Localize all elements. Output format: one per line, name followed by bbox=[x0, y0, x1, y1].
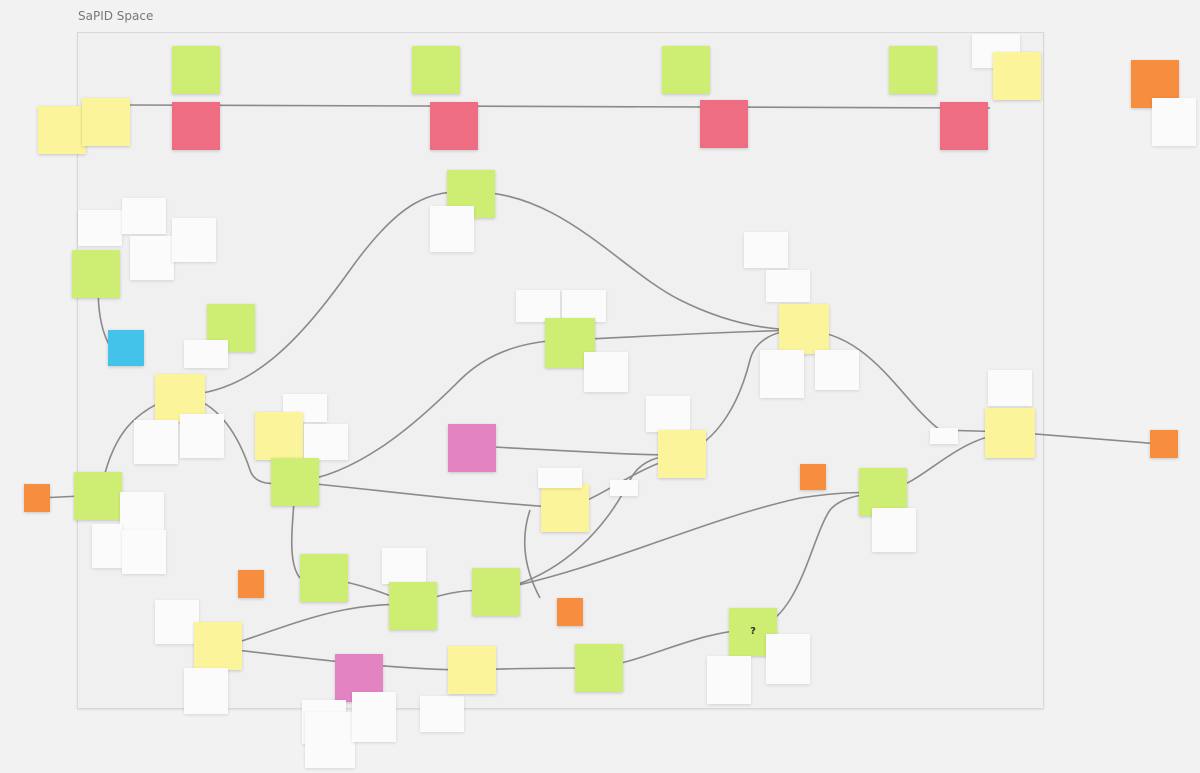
sticky-note-red[interactable] bbox=[940, 102, 988, 150]
text-label[interactable] bbox=[92, 524, 122, 568]
text-label[interactable] bbox=[184, 668, 228, 714]
text-label[interactable] bbox=[130, 236, 174, 280]
sticky-note-blue[interactable] bbox=[108, 330, 144, 366]
sticky-note-yellow[interactable] bbox=[993, 52, 1041, 100]
connector-22 bbox=[751, 492, 884, 631]
text-label[interactable] bbox=[382, 548, 426, 584]
text-label[interactable] bbox=[184, 340, 228, 368]
sticky-note-orange[interactable] bbox=[1150, 430, 1178, 458]
sticky-note-green[interactable] bbox=[412, 46, 460, 94]
sticky-note-yellow[interactable] bbox=[448, 646, 496, 694]
connector-4 bbox=[1009, 431, 1161, 445]
text-label[interactable] bbox=[180, 414, 224, 458]
sticky-note-green[interactable] bbox=[72, 250, 120, 298]
text-label[interactable] bbox=[305, 712, 355, 768]
sticky-note-green[interactable] bbox=[889, 46, 937, 94]
sticky-note-green[interactable] bbox=[575, 644, 623, 692]
text-label[interactable] bbox=[562, 290, 606, 322]
text-label[interactable] bbox=[352, 692, 396, 742]
text-label[interactable] bbox=[766, 634, 810, 684]
connector-14 bbox=[219, 603, 413, 649]
text-label[interactable] bbox=[766, 270, 810, 302]
connector-23 bbox=[524, 509, 541, 599]
connector-2 bbox=[469, 191, 801, 331]
sticky-note-green[interactable] bbox=[472, 568, 520, 616]
text-label[interactable] bbox=[155, 600, 199, 644]
connector-top-line bbox=[129, 104, 991, 109]
sticky-note-orange[interactable] bbox=[800, 464, 826, 490]
sticky-note-yellow[interactable] bbox=[985, 408, 1035, 458]
text-label[interactable] bbox=[707, 656, 751, 704]
sticky-note-red[interactable] bbox=[430, 102, 478, 150]
text-label[interactable] bbox=[122, 530, 166, 574]
text-label[interactable] bbox=[872, 508, 916, 552]
text-label[interactable] bbox=[120, 492, 164, 532]
sticky-note-red[interactable] bbox=[700, 100, 748, 148]
text-label[interactable] bbox=[516, 290, 560, 322]
text-label[interactable] bbox=[172, 218, 216, 262]
connector-16 bbox=[494, 454, 683, 591]
text-label[interactable] bbox=[304, 424, 348, 460]
sticky-note-green[interactable] bbox=[300, 554, 348, 602]
sticky-note-green[interactable] bbox=[271, 458, 319, 506]
frame-title: SaPID Space bbox=[78, 9, 154, 23]
connector-11 bbox=[681, 329, 801, 456]
text-label[interactable] bbox=[1152, 98, 1196, 146]
sticky-note-yellow[interactable] bbox=[194, 622, 242, 670]
text-label[interactable] bbox=[815, 350, 859, 390]
connector-10 bbox=[471, 445, 683, 456]
text-label[interactable] bbox=[610, 480, 638, 496]
text-label[interactable] bbox=[744, 232, 788, 268]
text-label[interactable] bbox=[420, 696, 464, 732]
text-label[interactable] bbox=[584, 352, 628, 392]
connector-6 bbox=[294, 339, 571, 483]
text-label[interactable] bbox=[430, 206, 474, 252]
sticky-note-green[interactable] bbox=[74, 472, 122, 520]
sticky-note-yellow[interactable] bbox=[779, 304, 829, 354]
sticky-note-red[interactable] bbox=[172, 102, 220, 150]
connector-8 bbox=[294, 481, 566, 509]
sticky-note-yellow[interactable] bbox=[38, 106, 86, 154]
sticky-note-pink[interactable] bbox=[448, 424, 496, 472]
text-label[interactable] bbox=[122, 198, 166, 234]
connector-7 bbox=[569, 329, 801, 341]
sticky-note-yellow[interactable] bbox=[658, 430, 706, 478]
text-label[interactable] bbox=[646, 396, 690, 432]
sticky-note-orange[interactable] bbox=[238, 570, 264, 598]
sticky-note-orange[interactable] bbox=[24, 484, 50, 512]
sticky-note-yellow[interactable] bbox=[82, 98, 130, 146]
sticky-note-yellow[interactable] bbox=[541, 484, 589, 532]
text-label[interactable] bbox=[930, 428, 958, 444]
sticky-note-orange[interactable] bbox=[557, 598, 583, 626]
connector-1 bbox=[179, 190, 471, 396]
text-label[interactable] bbox=[78, 210, 122, 246]
text-label[interactable] bbox=[760, 350, 804, 398]
connector-17 bbox=[494, 491, 884, 591]
sticky-note-green[interactable] bbox=[172, 46, 220, 94]
sticky-note-yellow[interactable] bbox=[255, 412, 303, 460]
text-label[interactable] bbox=[538, 468, 582, 488]
text-label[interactable] bbox=[134, 420, 178, 464]
text-label[interactable] bbox=[988, 370, 1032, 406]
sticky-note-green[interactable] bbox=[389, 582, 437, 630]
sticky-note-green[interactable] bbox=[662, 46, 710, 94]
